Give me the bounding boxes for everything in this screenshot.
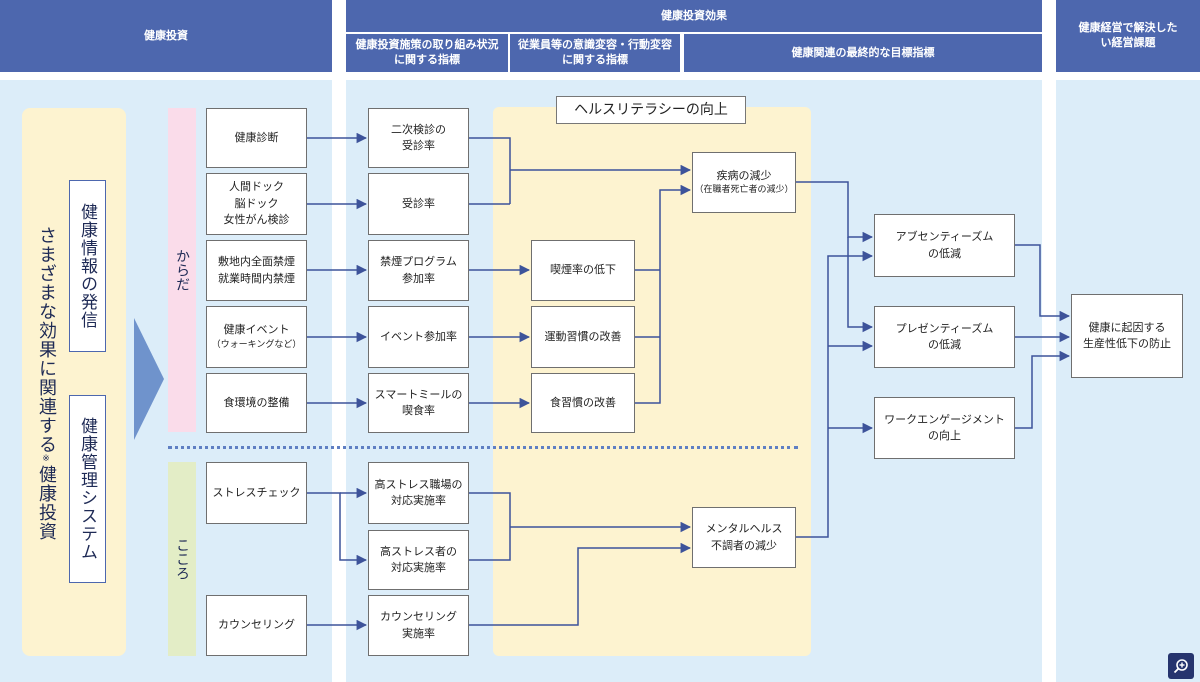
literacy-label: ヘルスリテラシーの向上 [556, 96, 746, 124]
measure-stress-check: ストレスチェック [206, 462, 307, 524]
arrow-behaviors-disease [635, 184, 692, 404]
line-stress-merge [469, 492, 511, 561]
line-recheck-merge [469, 137, 511, 204]
behavior-smoking-down: 喫煙率の低下 [531, 240, 635, 301]
flow-triangle [134, 318, 164, 440]
arrow-stress-person [307, 492, 368, 566]
column-issues [1056, 80, 1200, 682]
health-system-box: 健康管理システム [69, 395, 106, 583]
header-sub-behavior: 従業員等の意識変容・行動変容に関する指標 [510, 34, 680, 72]
zoom-in-button[interactable] [1168, 653, 1194, 679]
header-investment: 健康投資 [0, 0, 332, 72]
header-sub-final: 健康関連の最終的な目標指標 [684, 34, 1042, 72]
arrow-disease-present [847, 237, 874, 333]
indicator-event-rate: イベント参加率 [368, 306, 469, 368]
outcome-mental: メンタルヘルス不調者の減少 [692, 507, 796, 568]
behavior-diet: 食習慣の改善 [531, 373, 635, 433]
category-mind: こころ [168, 462, 196, 656]
indicator-quit-program: 禁煙プログラム参加率 [368, 240, 469, 301]
header-issues: 健康経営で解決したい経営課題 [1056, 0, 1200, 72]
final-presenteeism: プレゼンティーズムの低減 [874, 306, 1015, 368]
outcome-disease: 疾病の減少（在職者死亡者の減少） [692, 152, 796, 213]
header-effects: 健康投資効果 [346, 0, 1042, 32]
final-absenteeism: アブセンティーズムの低減 [874, 214, 1015, 277]
measure-dock: 人間ドック脳ドック女性がん検診 [206, 173, 307, 235]
body-mind-divider [168, 446, 798, 449]
indicator-smart-meal: スマートミールの喫食率 [368, 373, 469, 433]
indicator-consult-rate: 受診率 [368, 173, 469, 235]
zoom-in-icon [1173, 659, 1188, 674]
measure-health-event: 健康イベント（ウォーキングなど） [206, 306, 307, 368]
indicator-recheck-rate: 二次検診の受診率 [368, 108, 469, 168]
measure-smoking-ban: 敷地内全面禁煙就業時間内禁煙 [206, 240, 307, 301]
arrow-disease-absent [796, 181, 874, 243]
indicator-counseling-rate: カウンセリング実施率 [368, 595, 469, 656]
indicator-stress-workplace: 高ストレス職場の対応実施率 [368, 462, 469, 524]
issue-productivity: 健康に起因する生産性低下の防止 [1071, 294, 1183, 378]
header-sub-measures: 健康投資施策の取り組み状況に関する指標 [346, 34, 508, 72]
indicator-stress-person: 高ストレス者の対応実施率 [368, 530, 469, 590]
final-engagement: ワークエンゲージメントの向上 [874, 397, 1015, 459]
measure-food: 食環境の整備 [206, 373, 307, 433]
measure-counseling: カウンセリング [206, 595, 307, 656]
arrow-absent-issue [1015, 244, 1071, 322]
arrow-engage-issue [1015, 350, 1071, 429]
arrow-mental-absent [796, 250, 874, 538]
measure-checkup: 健康診断 [206, 108, 307, 168]
left-panel-title: さまざまな効果に関連する※健康投資 [36, 225, 57, 541]
category-body: からだ [168, 108, 196, 432]
health-info-box: 健康情報の発信 [69, 180, 106, 352]
arrow-counsel-mental [469, 542, 692, 626]
behavior-exercise: 運動習慣の改善 [531, 306, 635, 368]
